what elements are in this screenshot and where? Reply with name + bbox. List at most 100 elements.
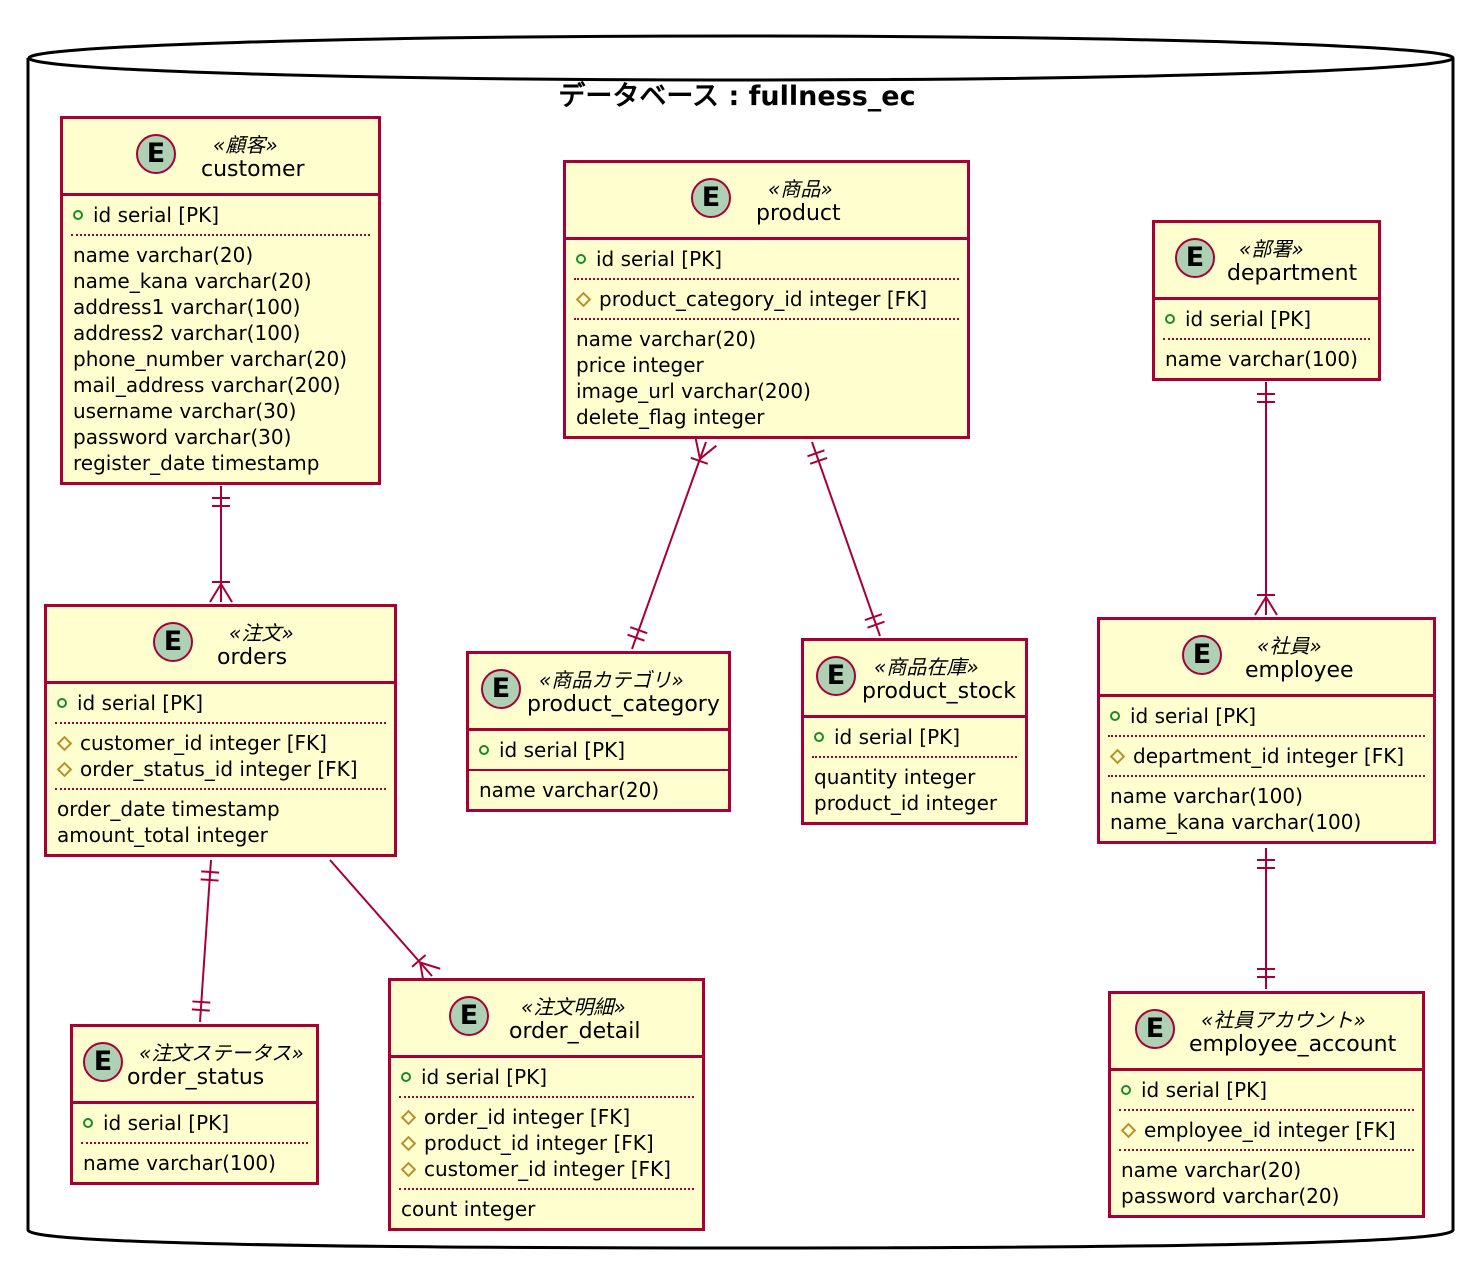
cardinality-one-bar bbox=[201, 870, 220, 874]
attribute-row: password varchar(20) bbox=[1121, 1183, 1412, 1209]
pk-row: id serial [PK] bbox=[1121, 1077, 1412, 1103]
entity-name: orders bbox=[217, 645, 288, 670]
section-divider bbox=[81, 1142, 308, 1144]
entity-name: order_status bbox=[127, 1065, 265, 1090]
attribute-row: address1 varchar(100) bbox=[73, 294, 368, 320]
attribute-text: name_kana varchar(100) bbox=[1110, 810, 1362, 834]
attribute-text: product_id integer bbox=[814, 791, 998, 815]
entity-stereotype: «社員» bbox=[1257, 634, 1322, 658]
relationship-line-product-product_stock bbox=[811, 441, 881, 637]
fk-row: product_category_id integer [FK] bbox=[575, 286, 957, 312]
entity-stereotype: «商品カテゴリ» bbox=[539, 668, 684, 692]
entity-header: E«社員アカウント»employee_account bbox=[1111, 994, 1422, 1071]
entity-name: product bbox=[756, 201, 841, 226]
primary-key-icon bbox=[479, 745, 489, 755]
attribute-row: quantity integer bbox=[814, 764, 1015, 790]
attribute-text: name varchar(100) bbox=[1110, 784, 1303, 808]
attribute-text: id serial [PK] bbox=[421, 1065, 548, 1089]
cardinality-crow-foot bbox=[1254, 596, 1267, 616]
attribute-row: amount_total integer bbox=[57, 822, 384, 848]
entity-name: product_category bbox=[527, 692, 720, 717]
entity-header: E«注文ステータス»order_status bbox=[73, 1027, 316, 1104]
attribute-row: name varchar(100) bbox=[1110, 783, 1423, 809]
entity-badge-icon: E bbox=[1175, 238, 1215, 278]
entity-section-pk: id serial [PK] bbox=[63, 196, 378, 234]
entity-section-fk: customer_id integer [FK]order_status_id … bbox=[47, 724, 394, 788]
entity-stereotype: «部署» bbox=[1239, 237, 1304, 261]
attribute-text: password varchar(20) bbox=[1121, 1184, 1340, 1208]
section-divider bbox=[1108, 735, 1425, 737]
entity-department[interactable]: E «部署»department id serial [PK] name varcha… bbox=[1152, 220, 1381, 381]
attribute-row: name varchar(100) bbox=[83, 1150, 306, 1176]
foreign-key-icon bbox=[56, 735, 73, 751]
foreign-key-icon bbox=[56, 761, 73, 777]
attribute-text: name varchar(100) bbox=[1165, 347, 1358, 371]
cardinality-one-bar bbox=[867, 620, 885, 629]
entity-name: department bbox=[1227, 261, 1358, 286]
relationship-line-product-product_category bbox=[631, 441, 707, 650]
attribute-row: product_id integer bbox=[814, 790, 1015, 816]
entity-section-attrs: count integer bbox=[391, 1190, 702, 1228]
attribute-row: price integer bbox=[576, 352, 957, 378]
entity-section-fk: product_category_id integer [FK] bbox=[566, 280, 967, 318]
entity-badge-icon: E bbox=[816, 656, 856, 696]
entity-section-attrs: name varchar(100) bbox=[73, 1144, 316, 1182]
attribute-text: price integer bbox=[576, 353, 704, 377]
attribute-text: name varchar(20) bbox=[73, 243, 254, 267]
section-divider bbox=[55, 722, 386, 724]
entity-section-pk: id serial [PK] bbox=[391, 1058, 702, 1096]
entity-section-pk: id serial [PK] bbox=[47, 684, 394, 722]
fk-row: customer_id integer [FK] bbox=[400, 1156, 692, 1182]
attribute-text: address2 varchar(100) bbox=[73, 321, 301, 345]
attribute-row: delete_flag integer bbox=[576, 404, 957, 430]
attribute-row: name varchar(20) bbox=[576, 326, 957, 352]
cardinality-crow-foot bbox=[1265, 596, 1278, 616]
section-divider bbox=[1119, 1109, 1414, 1111]
attribute-text: employee_id integer [FK] bbox=[1144, 1118, 1396, 1142]
cardinality-one-bar bbox=[807, 449, 825, 458]
foreign-key-icon bbox=[575, 291, 592, 307]
entity-section-attrs: name varchar(100)name_kana varchar(100) bbox=[1100, 777, 1433, 841]
relationship-lines bbox=[191, 382, 1278, 1023]
entity-stereotype: «顧客» bbox=[213, 133, 278, 157]
attribute-text: count integer bbox=[401, 1197, 536, 1221]
section-divider bbox=[574, 318, 959, 320]
pk-row: id serial [PK] bbox=[57, 690, 384, 716]
entity-section-fk: order_id integer [FK]product_id integer … bbox=[391, 1098, 702, 1188]
attribute-text: order_date timestamp bbox=[57, 797, 280, 821]
attribute-text: name varchar(100) bbox=[83, 1151, 276, 1175]
entity-header: E «部署»department bbox=[1155, 223, 1378, 300]
cardinality-one-bar bbox=[200, 878, 219, 882]
entity-header: E«商品カテゴリ»product_category bbox=[469, 654, 728, 731]
entity-stereotype: «商品» bbox=[768, 177, 833, 201]
entity-stereotype: «注文» bbox=[229, 621, 294, 645]
section-divider bbox=[71, 234, 370, 236]
attribute-text: id serial [PK] bbox=[1141, 1078, 1268, 1102]
entity-badge-icon: E bbox=[449, 996, 489, 1036]
entity-badge-icon: E bbox=[1135, 1009, 1175, 1049]
entity-header: E«社員»employee bbox=[1100, 620, 1433, 697]
attribute-text: order_id integer [FK] bbox=[424, 1105, 631, 1129]
entity-section-pk: id serial [PK] bbox=[469, 731, 728, 769]
entity-section-pk: id serial [PK] bbox=[804, 718, 1025, 756]
attribute-text: department_id integer [FK] bbox=[1133, 744, 1405, 768]
primary-key-icon bbox=[73, 210, 83, 220]
entity-section-pk: id serial [PK] bbox=[1155, 300, 1378, 338]
foreign-key-icon bbox=[400, 1109, 417, 1125]
attribute-text: product_category_id integer [FK] bbox=[599, 287, 928, 311]
foreign-key-icon bbox=[400, 1161, 417, 1177]
attribute-text: quantity integer bbox=[814, 765, 976, 789]
attribute-text: name varchar(20) bbox=[479, 778, 660, 802]
attribute-text: id serial [PK] bbox=[103, 1111, 230, 1135]
